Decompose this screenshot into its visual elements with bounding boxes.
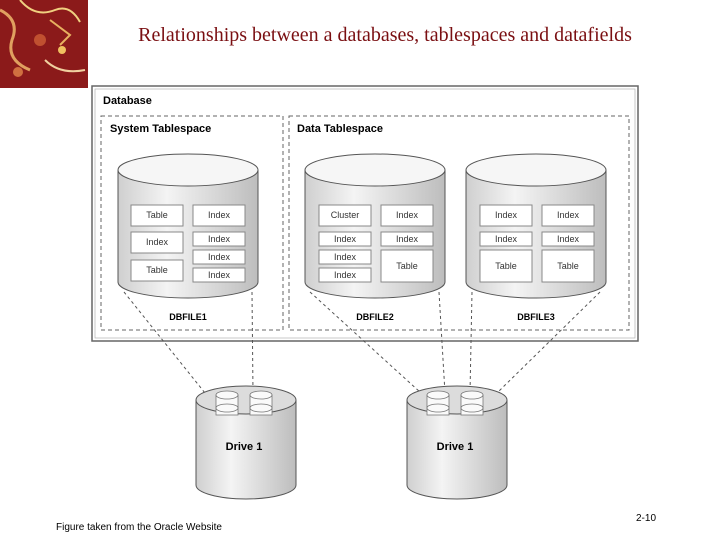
system-tablespace-label: System Tablespace — [110, 123, 211, 135]
datafile-label: DBFILE2 — [356, 312, 394, 322]
data-tablespace-label: Data Tablespace — [297, 123, 383, 135]
drive-cylinder-1: Drive 1 — [195, 385, 297, 500]
segment-index: Index — [495, 234, 518, 244]
drive-cylinder-2: Drive 1 — [406, 385, 508, 500]
segment-index: Index — [334, 252, 357, 262]
database-label: Database — [103, 95, 152, 107]
system-tablespace-box — [100, 115, 284, 331]
figure-caption: Figure taken from the Oracle Website — [56, 522, 222, 533]
connector-lines — [123, 291, 601, 394]
segment-index: Index — [208, 210, 231, 220]
drive-label: Drive 1 — [226, 441, 263, 453]
segment-table: Table — [557, 261, 579, 271]
datafile-cylinder-2: Cluster Index Index Index Index Index Ta… — [304, 153, 446, 322]
page-number: 2-10 — [636, 513, 657, 524]
segment-index: Index — [495, 210, 518, 220]
segment-index: Index — [334, 270, 357, 280]
segment-index: Index — [334, 234, 357, 244]
segment-table: Table — [146, 210, 168, 220]
segment-index: Index — [208, 234, 231, 244]
datafile-cylinder-1: Table Index Index Index Index Table Inde… — [117, 153, 259, 322]
slide-title: Relationships between a databases, table… — [138, 24, 632, 46]
datafile-label: DBFILE1 — [169, 312, 207, 322]
segment-index: Index — [208, 270, 231, 280]
segment-table: Table — [146, 265, 168, 275]
drive-label: Drive 1 — [437, 441, 474, 453]
segment-index: Index — [557, 210, 580, 220]
segment-table: Table — [495, 261, 517, 271]
segment-cluster: Cluster — [331, 210, 360, 220]
datafile-cylinder-3: Index Index Index Index Table Table DBFI… — [465, 153, 607, 322]
datafile-label: DBFILE3 — [517, 312, 555, 322]
data-tablespace-box — [288, 115, 630, 331]
segment-index: Index — [557, 234, 580, 244]
segment-index: Index — [208, 252, 231, 262]
segment-index: Index — [396, 210, 419, 220]
segment-table: Table — [396, 261, 418, 271]
corner-decoration — [0, 0, 88, 88]
segment-index: Index — [396, 234, 419, 244]
segment-index: Index — [146, 237, 169, 247]
